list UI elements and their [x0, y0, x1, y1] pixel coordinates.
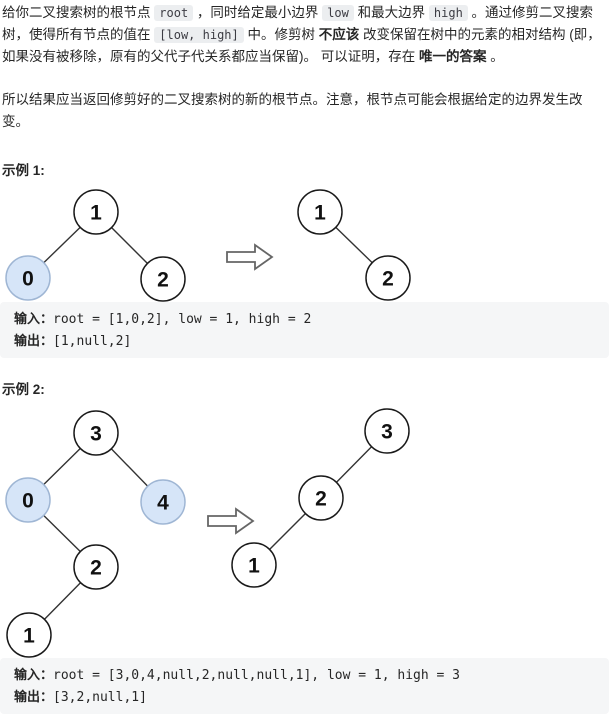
example-2-input-line: 输入：root = [3,0,4,null,2,null,null,1], lo…	[14, 664, 595, 686]
input-value: root = [1,0,2], low = 1, high = 2	[53, 312, 312, 327]
tree-node-label: 4	[157, 492, 169, 515]
output-value: [3,2,null,1]	[53, 690, 147, 705]
inline-code-low: low	[322, 5, 354, 21]
input-label: 输入：	[14, 311, 54, 326]
tree-node	[73, 410, 119, 456]
statement-emphasis: 不应该	[318, 27, 360, 42]
example-2-heading: 示例 2:	[2, 382, 45, 397]
tree-node-label: 2	[157, 269, 169, 292]
tree-node	[6, 612, 52, 658]
inline-code-root: root	[154, 5, 194, 21]
example-1-output-line: 输出：[1,null,2]	[14, 330, 595, 352]
tree-node-label: 1	[90, 202, 102, 225]
before-tree: 1 0 2	[5, 189, 186, 302]
after-tree: 3 2 1	[231, 408, 410, 588]
tree-node-label: 2	[382, 268, 394, 291]
transform-arrow-icon	[207, 507, 255, 535]
statement-text: 中。修剪树	[243, 27, 319, 42]
example-1-heading: 示例 1:	[2, 163, 45, 178]
tree-node	[298, 475, 344, 521]
tree-node	[297, 189, 343, 235]
tree-node	[231, 542, 277, 588]
transform-arrow-icon	[226, 243, 274, 271]
tree-node-highlighted	[5, 255, 51, 301]
statement-text: 。通过修剪二叉搜索树，使得所有节点的值在	[2, 5, 594, 42]
tree-node-label: 3	[90, 423, 102, 446]
statement-emphasis: 唯一的答案	[419, 49, 487, 64]
tree-node	[364, 408, 410, 454]
statement-text: 。	[486, 49, 504, 64]
tree-node	[73, 544, 119, 590]
tree-node-label: 2	[315, 488, 327, 511]
statement-text: 和最大边界	[353, 5, 429, 20]
example-1-input-line: 输入：root = [1,0,2], low = 1, high = 2	[14, 308, 595, 330]
output-label: 输出：	[14, 689, 54, 704]
input-value: root = [3,0,4,null,2,null,null,1], low =…	[53, 668, 461, 683]
statement-text: ，同时给定最小边界	[193, 5, 323, 20]
problem-note: 所以结果应当返回修剪好的二叉搜索树的新的根节点。注意，根节点可能会根据给定的边界…	[2, 92, 583, 129]
tree-node-label: 0	[22, 268, 34, 291]
tree-node-highlighted	[140, 479, 186, 525]
example-2-output-line: 输出：[3,2,null,1]	[14, 686, 595, 708]
statement-text: 给你二叉搜索树的根节点	[2, 5, 155, 20]
example-2-figure: 3 0 4 2 1 3 2 1	[5, 408, 410, 658]
example-2-io-block: 输入：root = [3,0,4,null,2,null,null,1], lo…	[0, 658, 609, 714]
tree-node-label: 1	[23, 625, 35, 648]
example-1-io-block: 输入：root = [1,0,2], low = 1, high = 2 输出：…	[0, 302, 609, 358]
example-2-section: 示例 2: 3 0 4 2 1 3 2 1 输入：root = [3,0,4,null,2,n…	[0, 379, 609, 714]
tree-node-label: 0	[22, 490, 34, 513]
tree-node-highlighted	[5, 477, 51, 523]
before-tree: 3 0 4 2 1	[5, 410, 186, 658]
output-value: [1,null,2]	[53, 334, 132, 349]
problem-statement: 给你二叉搜索树的根节点 root ，同时给定最小边界 low 和最大边界 hig…	[0, 2, 609, 68]
tree-node-label: 3	[381, 421, 393, 444]
statement-text: 改变保留在树中的元素的相对结构 (即，如果没有被移除，原有的父代子代关系都应当保…	[2, 27, 601, 64]
input-label: 输入：	[14, 667, 54, 682]
tree-node-label: 1	[248, 555, 260, 578]
tree-node	[140, 256, 186, 302]
tree-node	[365, 255, 411, 301]
output-label: 输出：	[14, 333, 54, 348]
inline-code-range: [low, high]	[154, 27, 244, 43]
after-tree: 12	[297, 189, 411, 301]
tree-node	[73, 189, 119, 235]
tree-node-label: 2	[90, 557, 102, 580]
inline-code-high: high	[428, 5, 468, 21]
tree-node-label: 1	[314, 202, 326, 225]
